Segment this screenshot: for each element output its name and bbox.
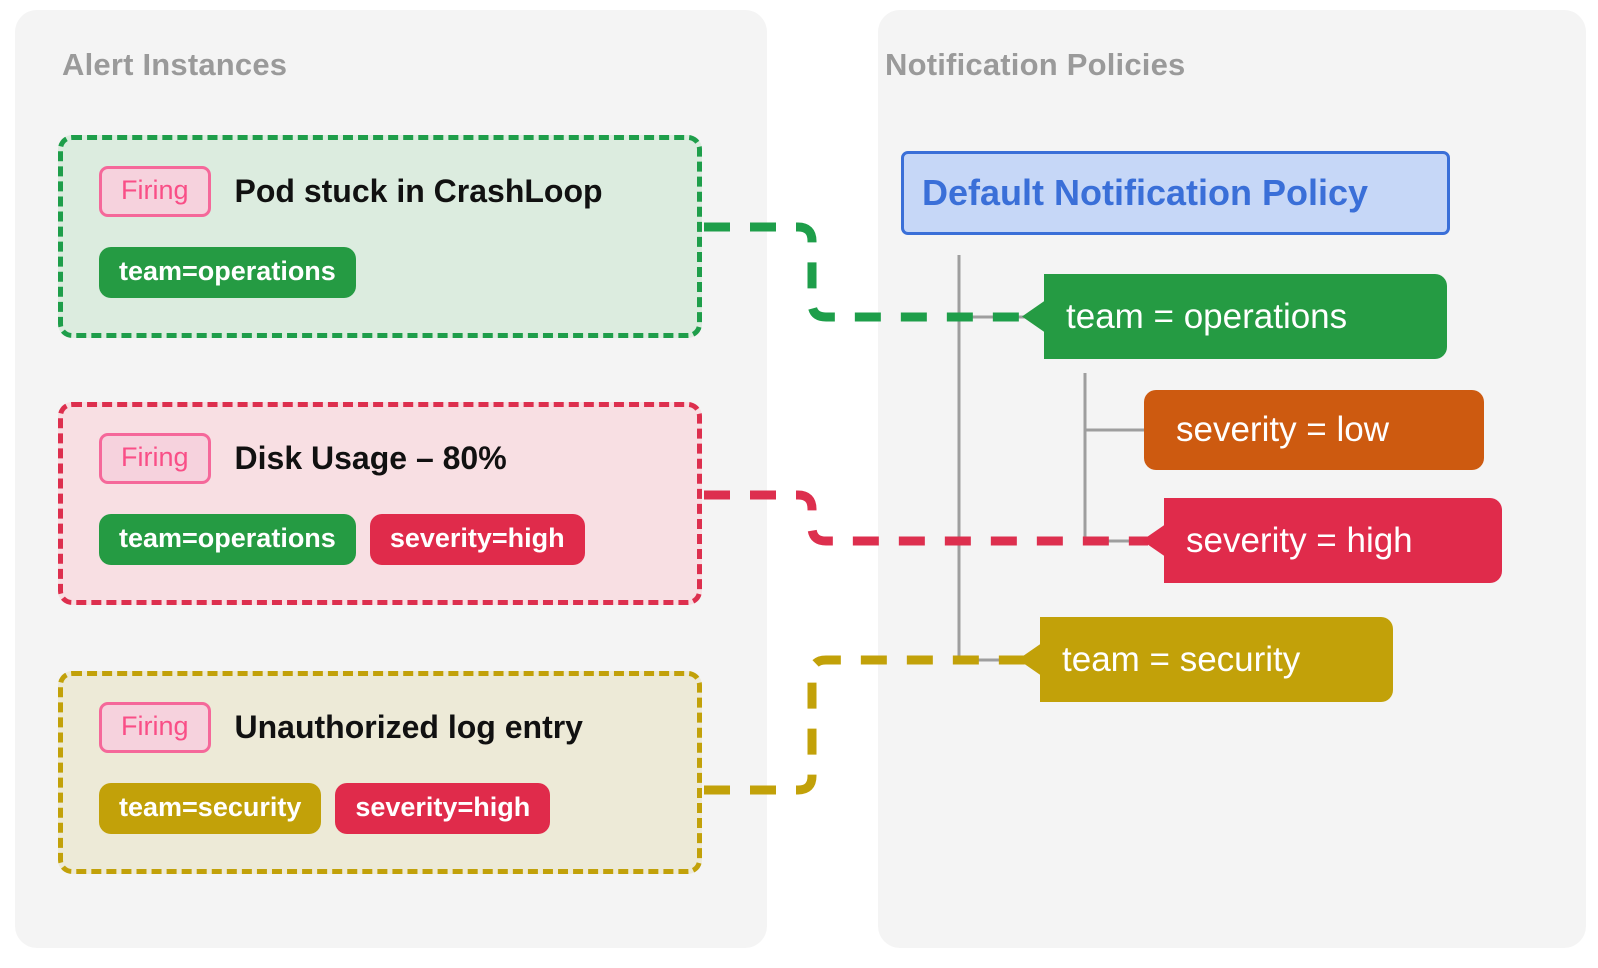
alert-instance-card[interactable]: Firing Disk Usage – 80% team=operations …: [58, 402, 702, 605]
policy-route-severity-high[interactable]: severity = high: [1142, 498, 1502, 583]
alert-title: Disk Usage – 80%: [234, 440, 507, 476]
alert-labels: team=security severity=high: [99, 783, 551, 834]
alert-label-chip[interactable]: team=operations: [99, 247, 356, 298]
policy-route-label: severity = low: [1176, 410, 1389, 449]
policy-route-severity-low[interactable]: severity = low: [1144, 390, 1484, 470]
status-badge: Firing: [99, 433, 211, 484]
alert-instances-title: Alert Instances: [62, 47, 288, 82]
alert-header: Firing Disk Usage – 80%: [99, 433, 507, 484]
alert-label-chip[interactable]: team=security: [99, 783, 322, 834]
notification-policies-title: Notification Policies: [885, 47, 1186, 82]
alert-labels: team=operations: [99, 247, 356, 298]
policy-route-label: team = operations: [1066, 296, 1348, 336]
alert-instance-card[interactable]: Firing Unauthorized log entry team=secur…: [58, 671, 702, 874]
alert-label-chip[interactable]: severity=high: [369, 514, 585, 565]
policy-route-team-security[interactable]: team = security: [1018, 617, 1393, 702]
alert-label-chip[interactable]: team=operations: [99, 514, 356, 565]
alert-label-chip[interactable]: severity=high: [335, 783, 551, 834]
alert-instance-card[interactable]: Firing Pod stuck in CrashLoop team=opera…: [58, 135, 702, 338]
policy-route-label: team = security: [1062, 639, 1301, 679]
status-badge: Firing: [99, 702, 211, 753]
policy-route-label: severity = high: [1186, 520, 1413, 560]
policy-route-team-operations[interactable]: team = operations: [1022, 274, 1447, 359]
alert-title: Unauthorized log entry: [234, 709, 583, 745]
alert-header: Firing Unauthorized log entry: [99, 702, 583, 753]
default-notification-policy-box[interactable]: Default Notification Policy: [901, 151, 1450, 235]
alert-title: Pod stuck in CrashLoop: [234, 173, 603, 209]
alert-labels: team=operations severity=high: [99, 514, 585, 565]
status-badge: Firing: [99, 166, 211, 217]
alert-header: Firing Pod stuck in CrashLoop: [99, 166, 603, 217]
default-notification-policy-label: Default Notification Policy: [922, 172, 1369, 213]
